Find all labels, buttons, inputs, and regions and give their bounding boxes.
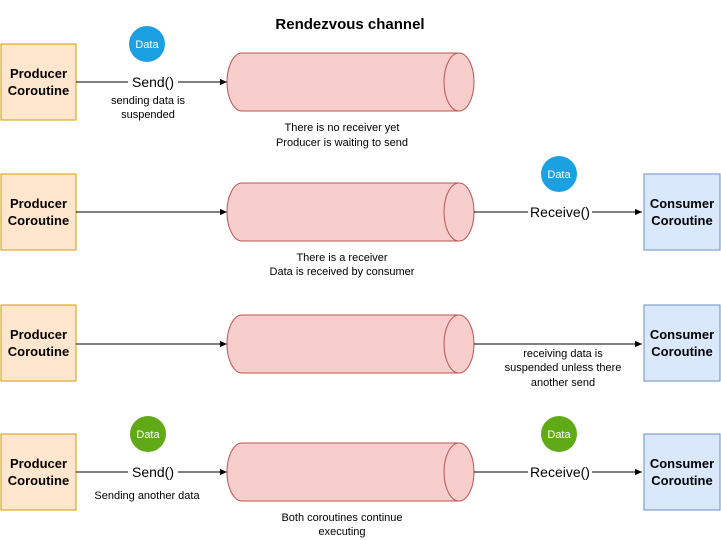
- data-badge: [541, 156, 577, 192]
- data-badge-label: Data: [135, 39, 159, 51]
- producer-coroutine-box: [0, 433, 77, 511]
- consumer-label-line1: Consumer: [650, 196, 714, 211]
- producer-coroutine-box: [0, 43, 77, 121]
- producer-label-line2: Coroutine: [8, 213, 69, 228]
- producer-coroutine-box: [0, 173, 77, 251]
- consumer-label-line1: Consumer: [650, 327, 714, 342]
- receive-label-bg: [528, 464, 592, 480]
- channel-pipe: [226, 52, 475, 112]
- row-2: Producer Coroutine There is a receiver D…: [0, 156, 721, 278]
- channel-note-line2: Producer is waiting to send: [276, 137, 408, 149]
- receive-note-line2: suspended unless there: [505, 362, 622, 374]
- producer-label-line2: Coroutine: [8, 83, 69, 98]
- receive-label-bg: [528, 204, 592, 220]
- channel-pipe: [226, 442, 475, 502]
- consumer-label-line2: Coroutine: [651, 473, 712, 488]
- data-badge-label: Data: [547, 169, 571, 181]
- producer-label-line2: Coroutine: [8, 344, 69, 359]
- channel-note-line1: Both coroutines continue: [281, 512, 402, 524]
- send-label: Send(): [132, 74, 174, 90]
- producer-label-line1: Producer: [10, 456, 67, 471]
- row-3: Producer Coroutine receiving data is sus…: [0, 304, 721, 389]
- consumer-label-line2: Coroutine: [651, 213, 712, 228]
- send-note-line1: Sending another data: [94, 490, 200, 502]
- diagram-title: Rendezvous channel: [275, 16, 424, 33]
- producer-label-line2: Coroutine: [8, 473, 69, 488]
- producer-label-line1: Producer: [10, 66, 67, 81]
- producer-coroutine-box: [0, 304, 77, 382]
- send-label-bg: [128, 464, 178, 480]
- consumer-label-line2: Coroutine: [651, 344, 712, 359]
- consumer-label-line1: Consumer: [650, 456, 714, 471]
- receive-note-line1: receiving data is: [523, 348, 603, 360]
- send-label: Send(): [132, 464, 174, 480]
- row-4: Producer Coroutine Send() Sending anothe…: [0, 416, 721, 538]
- data-badge-label: Data: [136, 429, 160, 441]
- producer-label-line1: Producer: [10, 196, 67, 211]
- send-label-bg: [128, 74, 178, 90]
- producer-label-line1: Producer: [10, 327, 67, 342]
- channel-pipe: [226, 314, 475, 374]
- channel-note-line2: Data is received by consumer: [270, 266, 415, 278]
- receive-note-line3: another send: [531, 377, 595, 389]
- consumer-coroutine-box: [643, 173, 721, 251]
- receive-label: Receive(): [530, 464, 590, 480]
- data-badge: [541, 416, 577, 452]
- receive-label: Receive(): [530, 204, 590, 220]
- channel-note-line1: There is no receiver yet: [285, 122, 400, 134]
- data-badge: [130, 416, 166, 452]
- consumer-coroutine-box: [643, 304, 721, 382]
- channel-pipe: [226, 182, 475, 242]
- data-badge-label: Data: [547, 429, 571, 441]
- data-badge: [129, 26, 165, 62]
- channel-note-line2: executing: [318, 526, 365, 538]
- channel-note-line1: There is a receiver: [296, 252, 387, 264]
- row-1: Producer Coroutine Send() sending data i…: [0, 26, 475, 149]
- consumer-coroutine-box: [643, 433, 721, 511]
- send-note-line2: suspended: [121, 109, 175, 121]
- send-note-line1: sending data is: [111, 95, 185, 107]
